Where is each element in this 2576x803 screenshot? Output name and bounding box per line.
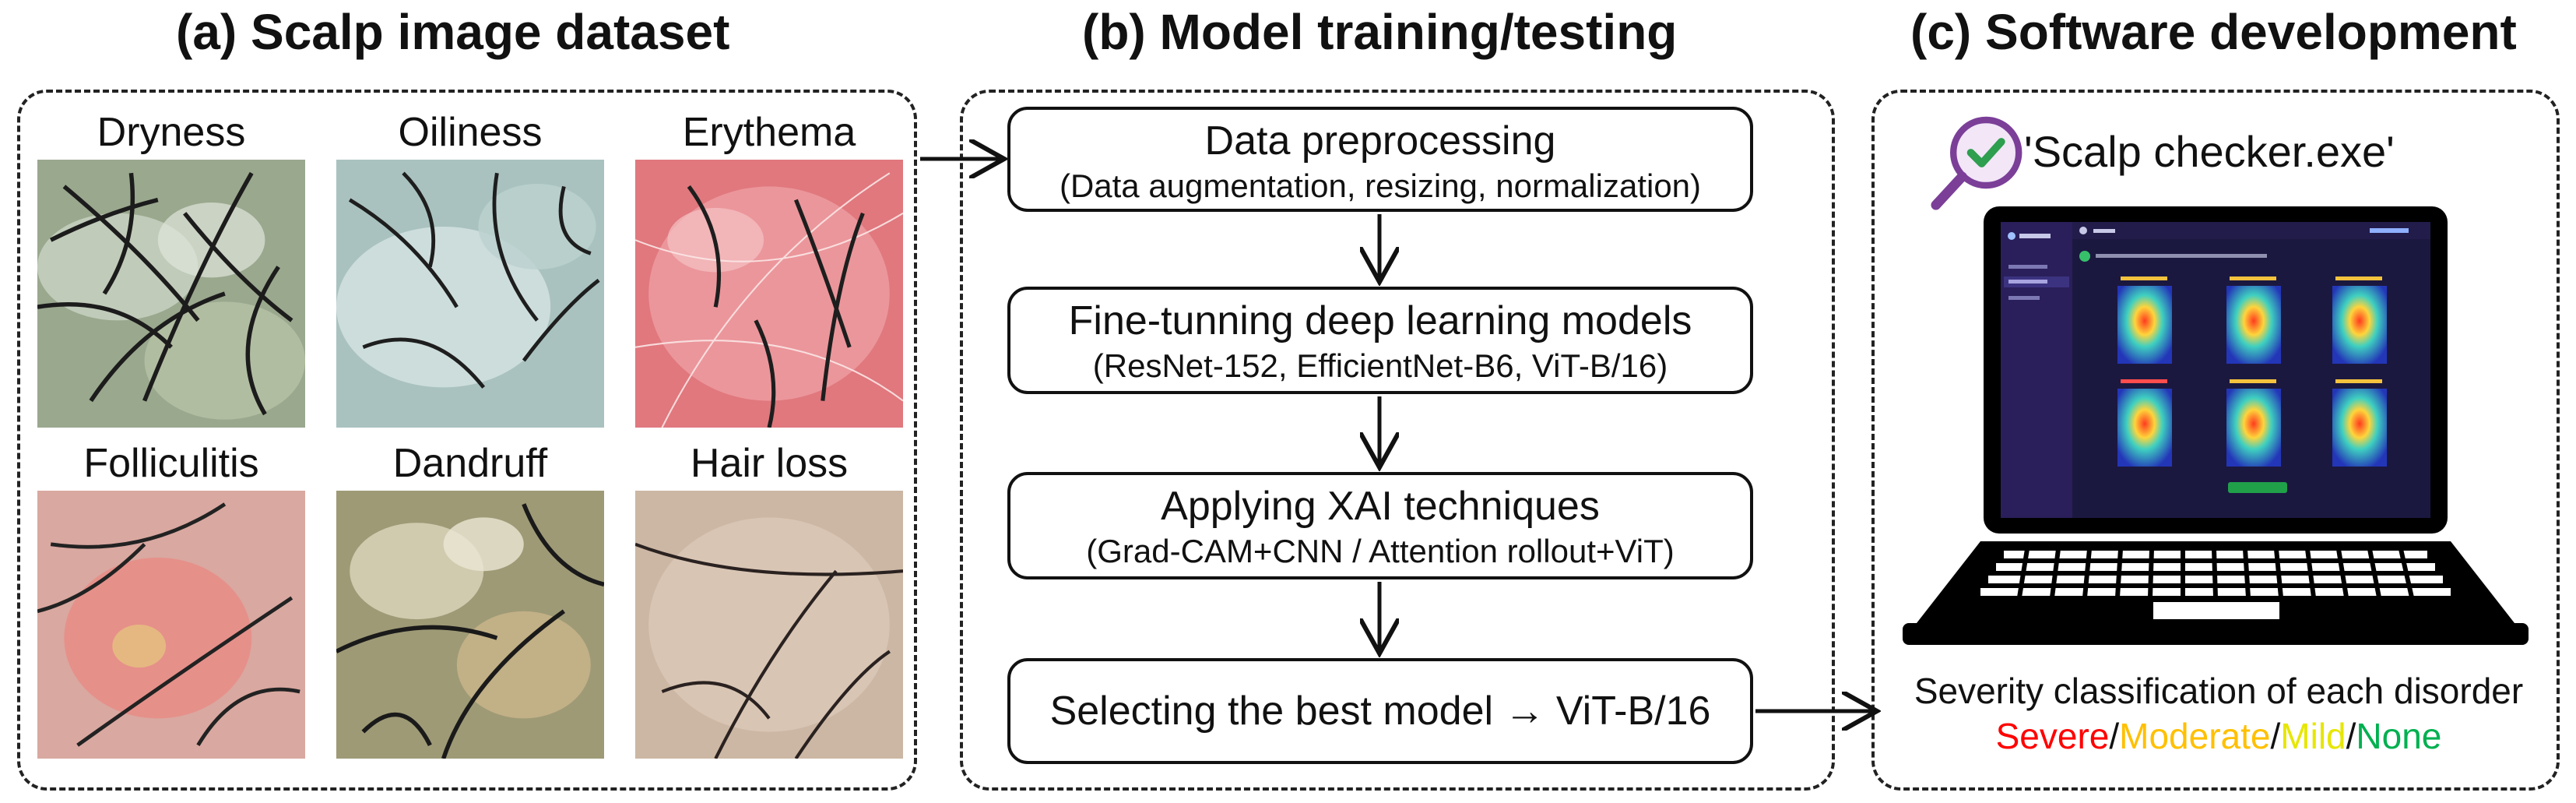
app-action-button <box>2228 482 2287 493</box>
step-1-title: Data preprocessing <box>1204 118 1556 164</box>
oiliness-image <box>336 160 604 428</box>
hair-loss-image <box>635 491 903 759</box>
step-2-detail: (ResNet-152, EfficientNet-B6, ViT-B/16) <box>1092 347 1668 384</box>
severity-title: Severity classification of each disorder <box>1914 671 2524 711</box>
image-label-dandruff: Dandruff <box>392 441 548 486</box>
folliculitis-image <box>37 491 305 759</box>
step-xai: Applying XAI techniques (Grad-CAM+CNN / … <box>1007 472 1753 579</box>
dandruff-image <box>336 491 604 759</box>
image-label-hair-loss: Hair loss <box>690 441 849 486</box>
step-2-title: Fine-tunning deep learning models <box>1068 298 1692 343</box>
app-name: 'Scalp checker.exe' <box>2024 127 2395 176</box>
step-fine-tuning: Fine-tunning deep learning models (ResNe… <box>1007 287 1753 394</box>
laptop-trackpad <box>2153 602 2279 619</box>
panel-b-title: (b) Model training/testing <box>1082 4 1678 60</box>
separator-1: / <box>2109 716 2120 756</box>
step-select-best-model: Selecting the best model → ViT-B/16 <box>1007 658 1753 764</box>
severity-none: None <box>2356 716 2442 756</box>
panel-a-frame <box>17 90 917 791</box>
separator-3: / <box>2346 716 2356 756</box>
dryness-image <box>37 160 305 428</box>
step-1-detail: (Data augmentation, resizing, normalizat… <box>1059 167 1702 204</box>
erythema-image <box>635 160 903 428</box>
step-3-title: Applying XAI techniques <box>1161 484 1600 529</box>
panel-b-frame <box>960 90 1835 791</box>
severity-severe: Severe <box>1995 716 2110 756</box>
image-label-dryness: Dryness <box>97 110 246 155</box>
step-3-detail: (Grad-CAM+CNN / Attention rollout+ViT) <box>1086 533 1675 569</box>
image-label-oiliness: Oiliness <box>398 110 543 155</box>
severity-levels: Severe/Moderate/Mild/None <box>1876 715 2561 757</box>
step-data-preprocessing: Data preprocessing (Data augmentation, r… <box>1007 107 1753 212</box>
app-sidebar <box>2001 222 2072 518</box>
image-label-erythema: Erythema <box>682 110 856 155</box>
laptop-illustration <box>1903 206 2529 645</box>
magnifier-check-icon <box>1923 109 2032 218</box>
panel-a-title: (a) Scalp image dataset <box>176 4 730 60</box>
step-4-title: Selecting the best model → ViT-B/16 <box>1049 689 1711 734</box>
image-label-folliculitis: Folliculitis <box>83 441 259 486</box>
separator-2: / <box>2270 716 2281 756</box>
panel-c-title: (c) Software development <box>1910 4 2517 60</box>
severity-mild: Mild <box>2280 716 2346 756</box>
panel-c-frame <box>1871 90 2560 791</box>
severity-moderate: Moderate <box>2119 716 2271 756</box>
